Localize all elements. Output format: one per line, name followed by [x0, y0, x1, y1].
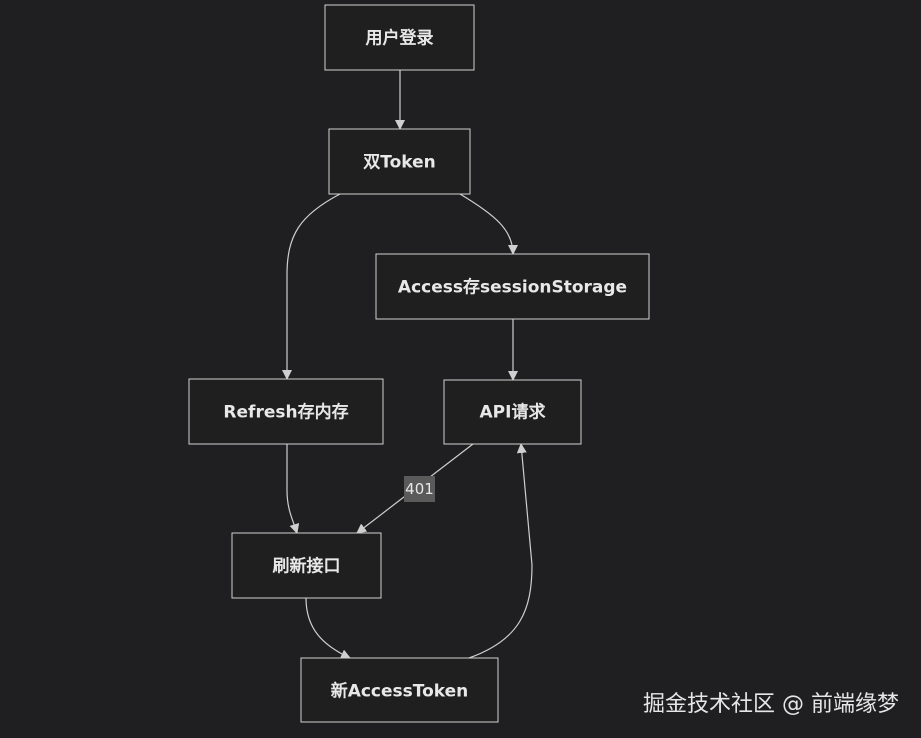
edge-label-text: 401: [405, 480, 434, 498]
node-label: API请求: [480, 402, 546, 423]
edge-dual-to-access: [459, 193, 518, 255]
node-box: [443, 379, 582, 445]
edge-refresh-api-to-new-access: [305, 597, 351, 659]
node-label: Access存sessionStorage: [398, 277, 627, 298]
node-refresh-api[interactable]: 刷新接口: [231, 532, 382, 599]
node-label: 用户登录: [366, 28, 434, 49]
edge-label-background: [404, 476, 435, 502]
node-dual-token[interactable]: 双Token: [328, 128, 471, 195]
node-label: 双Token: [363, 153, 436, 173]
edge-label-401: 401: [404, 476, 435, 502]
node-box: [375, 253, 650, 320]
watermark-text: 掘金技术社区 @ 前端缘梦: [643, 692, 899, 717]
node-box: [300, 657, 499, 723]
node-login[interactable]: 用户登录: [324, 4, 475, 71]
edge-refresh-to-refresh-api: [286, 444, 300, 534]
node-refresh-memory[interactable]: Refresh存内存: [188, 378, 384, 445]
edge-new-access-to-api: [468, 443, 533, 659]
node-label: 刷新接口: [273, 556, 341, 577]
node-box: [328, 128, 471, 195]
node-box: [324, 4, 475, 71]
edge-dual-to-refresh: [282, 193, 341, 380]
node-label: 新AccessToken: [331, 681, 469, 702]
node-label: Refresh存内存: [223, 402, 348, 423]
node-api-request[interactable]: API请求: [443, 379, 582, 445]
node-box: [231, 532, 382, 599]
node-new-access-token[interactable]: 新AccessToken: [300, 657, 499, 723]
node-access-session-storage[interactable]: Access存sessionStorage: [375, 253, 650, 320]
node-box: [188, 378, 384, 445]
